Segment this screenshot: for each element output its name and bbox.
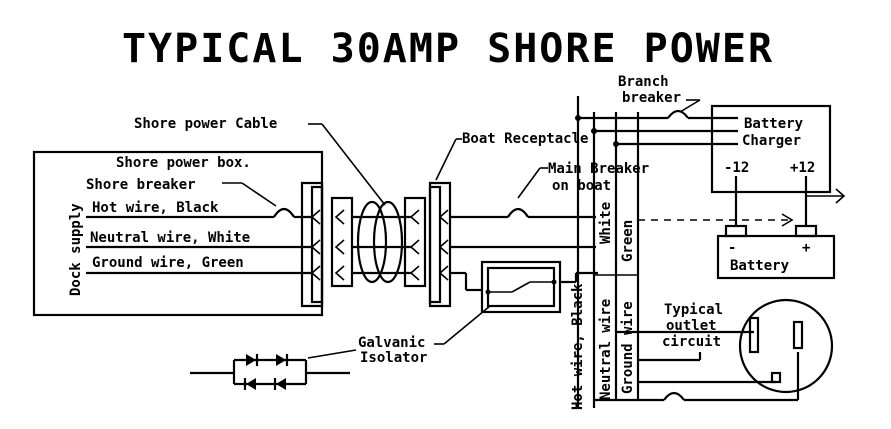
white-bus-label: White: [598, 202, 614, 244]
outlet-circuit-label-3: circuit: [662, 334, 721, 350]
galvanic-isolator-label: Galvanic: [358, 335, 425, 351]
diagram-title: TYPICAL 30AMP SHORE POWER: [122, 26, 774, 72]
shore-power-box-label: Shore power box.: [116, 155, 251, 171]
main-breaker-label: Main Breaker: [548, 161, 649, 177]
outlet-circuit-label-2: outlet: [666, 318, 717, 334]
branch-breaker-symbol: [667, 109, 689, 119]
galvanic-isolator-diodes: [190, 354, 350, 390]
shore-power-cable: [352, 200, 412, 284]
charger-positive-terminal: +12: [790, 160, 815, 176]
ground-wire-vertical-label: Ground wire: [620, 301, 636, 394]
branch-breaker-label: Branch: [618, 74, 669, 90]
boat-receptacle-label: Boat Receptacle: [462, 131, 588, 147]
green-bus-label: Green: [620, 220, 636, 262]
battery-charger-label-2: Charger: [742, 133, 801, 149]
main-breaker-label-2: on boat: [552, 178, 611, 194]
dock-supply-label: Dock supply: [68, 203, 84, 296]
galvanic-isolator-box: [480, 260, 562, 314]
neutral-wire-vertical-label: Neutral wire: [598, 299, 614, 400]
shore-breaker-symbol: [273, 207, 295, 218]
charger-negative-terminal: -12: [724, 160, 749, 176]
neutral-wire-label: Neutral wire, White: [90, 230, 250, 246]
charger-output-arrow: [806, 188, 846, 204]
shore-plug: [300, 181, 324, 308]
galvanic-isolator-label-2: Isolator: [360, 350, 427, 366]
boat-panel-bus: [576, 96, 640, 408]
outlet-receptacle: [738, 298, 834, 394]
main-breaker-symbol: [507, 207, 529, 218]
hot-wire-label: Hot wire, Black: [92, 200, 219, 216]
battery-positive-terminal: +: [802, 240, 810, 256]
ground-wire-label: Ground wire, Green: [92, 255, 244, 271]
branch-breaker-label-2: breaker: [622, 90, 681, 106]
battery-label: Battery: [730, 258, 790, 274]
outlet-breaker-symbol: [663, 391, 685, 401]
battery-charger-label: Battery: [744, 116, 804, 132]
hot-wire-vertical-label: Hot wire, Black: [570, 283, 586, 410]
cable-connector-left: [330, 196, 354, 288]
cable-connector-right: [403, 196, 427, 288]
battery-charger: [710, 104, 832, 194]
battery-negative-terminal: -: [728, 240, 736, 256]
battery: [716, 224, 836, 280]
outlet-circuit-label: Typical: [664, 302, 723, 318]
shore-power-cable-label: Shore power Cable: [134, 116, 277, 132]
shore-breaker-label: Shore breaker: [86, 177, 196, 193]
